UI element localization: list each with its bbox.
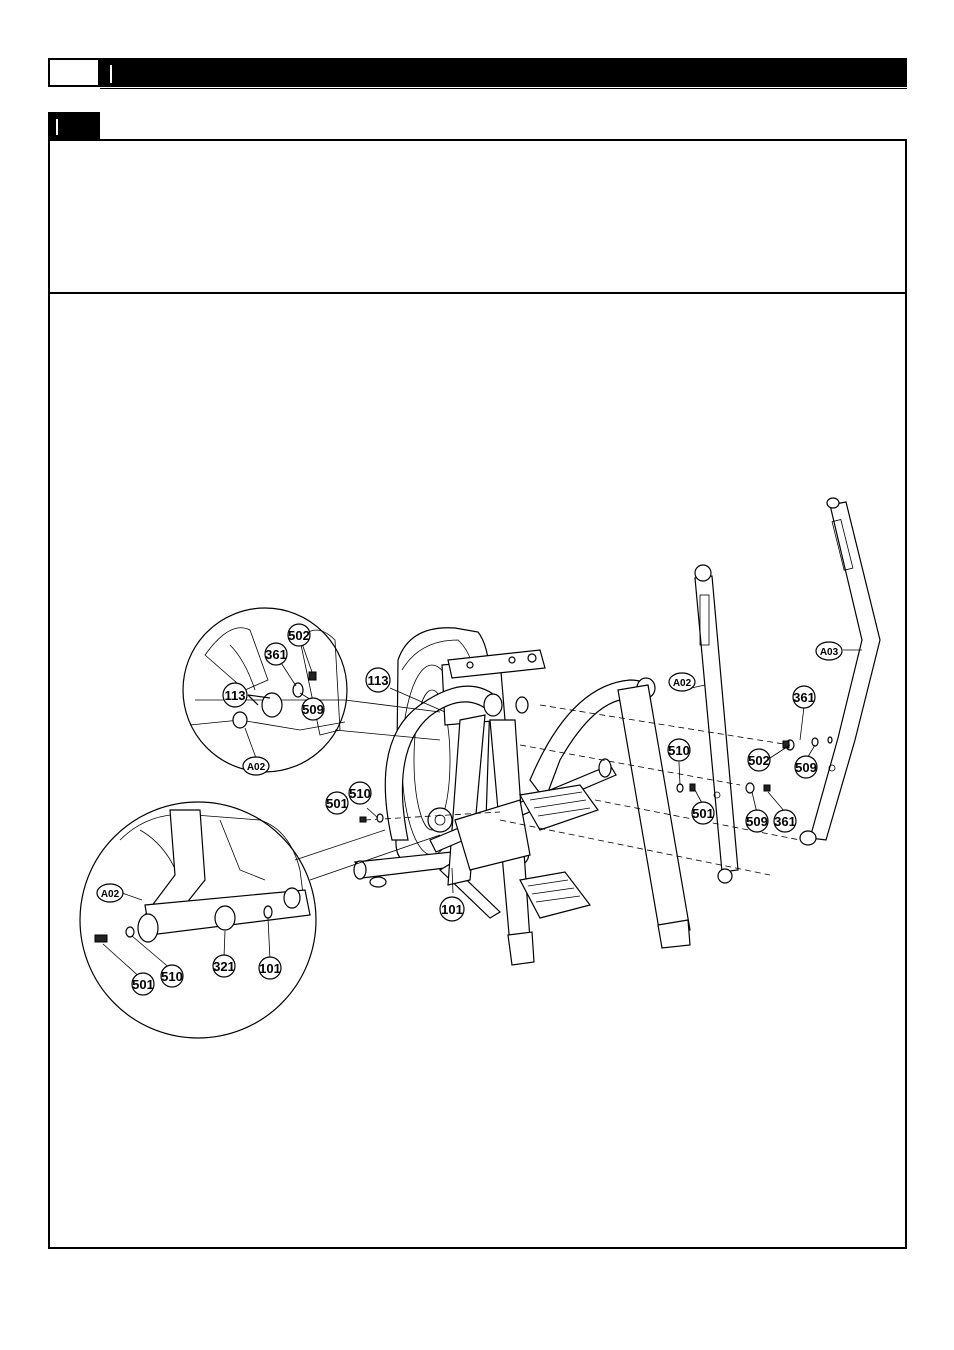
callout-113-detail-top: 113 bbox=[222, 682, 248, 708]
callout-509-main-bottom: 509 bbox=[745, 809, 769, 833]
svg-text:A02: A02 bbox=[247, 762, 266, 773]
callout-509-main-right: 509 bbox=[794, 755, 818, 779]
svg-text:113: 113 bbox=[368, 673, 389, 688]
handlebar-a03-drawing bbox=[799, 497, 881, 846]
svg-text:501: 501 bbox=[692, 806, 714, 821]
callout-321-detail-bottom: 321 bbox=[212, 954, 236, 978]
svg-text:509: 509 bbox=[795, 760, 817, 775]
svg-text:A02: A02 bbox=[101, 889, 120, 900]
svg-text:A03: A03 bbox=[820, 647, 839, 658]
detail-circle-bottom bbox=[79, 801, 441, 1039]
callout-361-main-bottom: 361 bbox=[773, 809, 797, 833]
page-number-box bbox=[48, 58, 100, 87]
callout-510-main-right: 510 bbox=[667, 738, 691, 762]
callout-101-detail-bottom: 101 bbox=[258, 956, 282, 980]
callout-a02-main: A02 bbox=[668, 672, 696, 692]
callout-502-main: 502 bbox=[747, 748, 771, 772]
instructions-box bbox=[48, 139, 907, 294]
callout-a02-detail-top: A02 bbox=[242, 756, 270, 776]
callout-501-main-right: 501 bbox=[691, 801, 715, 825]
svg-text:502: 502 bbox=[748, 753, 770, 768]
header-bar-marker bbox=[110, 65, 112, 83]
handlebar-a02-drawing bbox=[694, 564, 739, 884]
callout-101-main: 101 bbox=[439, 896, 465, 922]
svg-text:101: 101 bbox=[441, 902, 463, 917]
callout-leaders bbox=[102, 634, 862, 981]
svg-text:361: 361 bbox=[265, 647, 287, 662]
main-frame-drawing bbox=[353, 627, 691, 966]
svg-text:501: 501 bbox=[326, 796, 348, 811]
svg-text:501: 501 bbox=[132, 977, 154, 992]
svg-text:A02: A02 bbox=[673, 678, 692, 689]
svg-text:361: 361 bbox=[774, 814, 796, 829]
callout-510-detail-bottom: 510 bbox=[160, 964, 184, 988]
step-tab bbox=[48, 112, 100, 141]
svg-text:361: 361 bbox=[793, 690, 815, 705]
svg-text:509: 509 bbox=[302, 702, 324, 717]
callout-361-detail-top: 361 bbox=[264, 642, 288, 666]
step-tab-marker bbox=[56, 119, 58, 135]
svg-text:510: 510 bbox=[349, 786, 371, 801]
section-header-bar bbox=[100, 58, 907, 87]
header-underline bbox=[100, 88, 907, 89]
detail-circle-top bbox=[182, 607, 441, 773]
svg-text:321: 321 bbox=[213, 959, 235, 974]
callout-113-main: 113 bbox=[365, 667, 391, 693]
callout-501-detail-bottom: 501 bbox=[131, 972, 155, 996]
callout-361-main-top: 361 bbox=[792, 685, 816, 709]
svg-text:509: 509 bbox=[746, 814, 768, 829]
callout-501-main-left: 501 bbox=[325, 791, 349, 815]
callout-509-detail-top: 509 bbox=[301, 697, 325, 721]
callout-a03-main: A03 bbox=[815, 641, 843, 661]
diagram-box bbox=[48, 292, 907, 1249]
callout-a02-detail-bottom: A02 bbox=[96, 883, 124, 903]
svg-text:101: 101 bbox=[259, 961, 281, 976]
svg-text:502: 502 bbox=[288, 628, 310, 643]
svg-text:510: 510 bbox=[161, 969, 183, 984]
callout-510-main-left: 510 bbox=[348, 781, 372, 805]
callout-502-detail-top: 502 bbox=[287, 623, 311, 647]
svg-text:510: 510 bbox=[668, 743, 690, 758]
svg-text:113: 113 bbox=[225, 688, 246, 703]
